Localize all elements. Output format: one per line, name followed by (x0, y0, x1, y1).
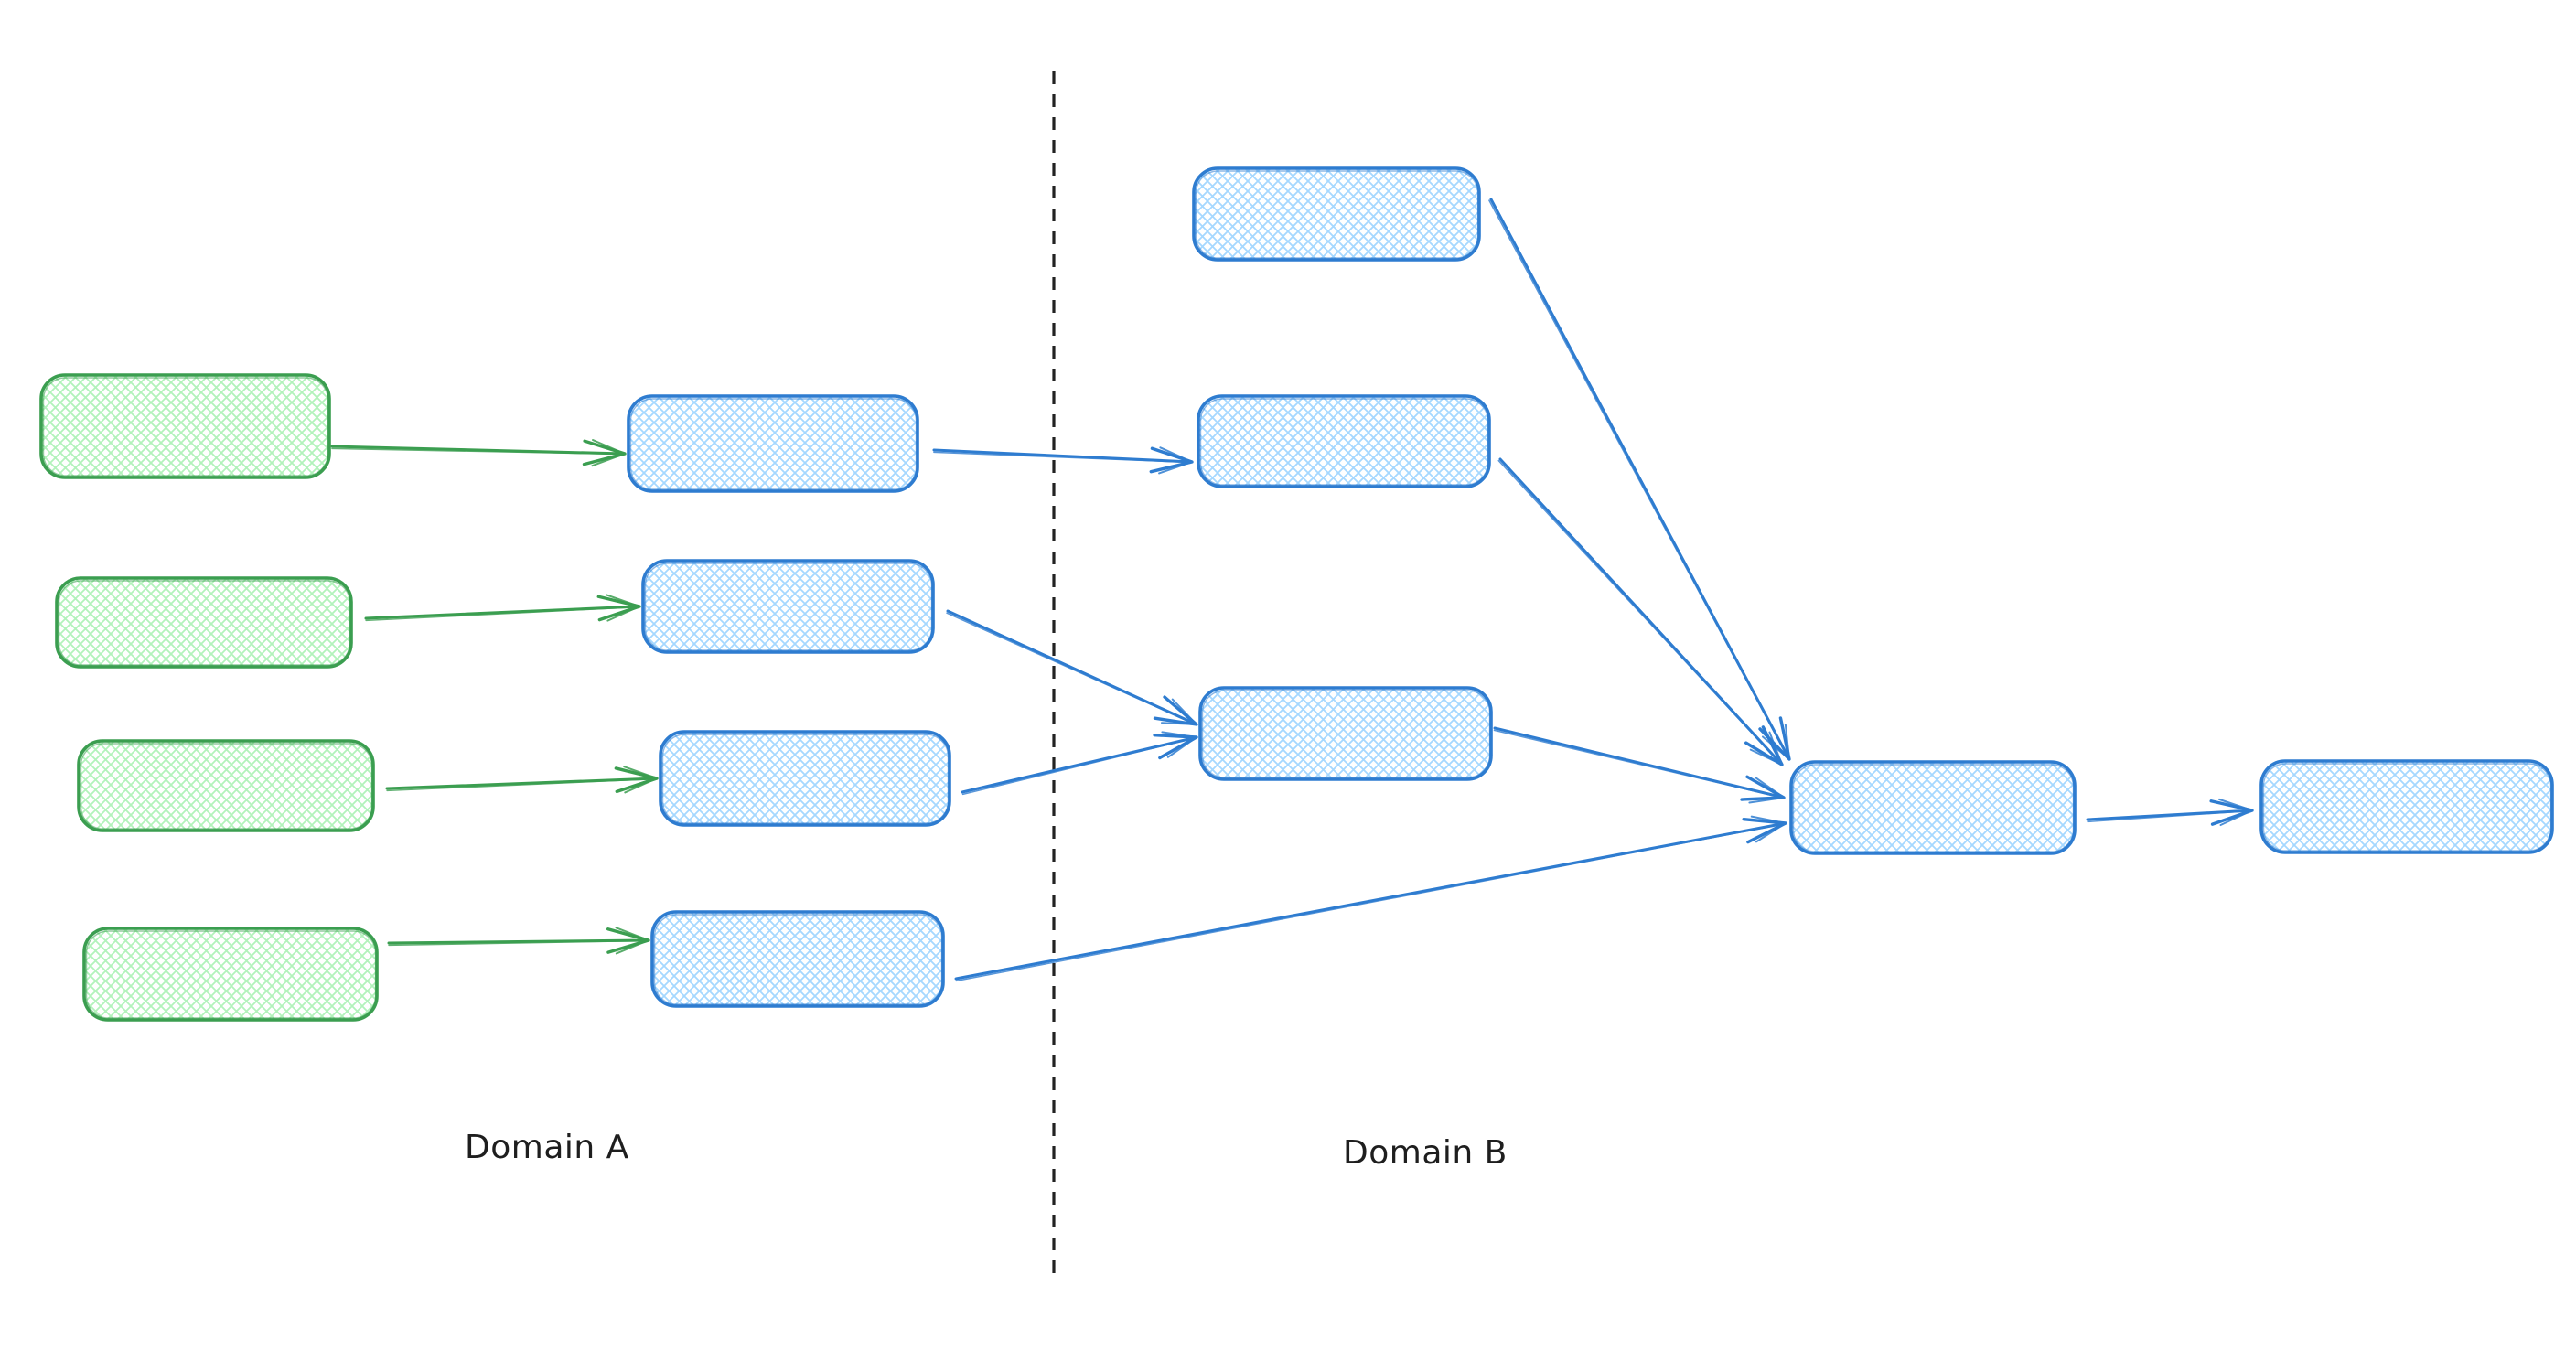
node-domain-a-source-1[interactable] (39, 373, 331, 479)
edge-b2-aggregator[interactable] (1497, 457, 1784, 766)
node-domain-a-source-4[interactable] (82, 927, 379, 1022)
domain-a-label[interactable]: Domain A (465, 1129, 629, 1166)
edge-stage4-aggregator[interactable] (954, 815, 1787, 982)
node-domain-a-stage-1[interactable] (627, 394, 919, 493)
nodes-layer (39, 166, 2554, 1022)
edge-stage1-b2[interactable] (932, 446, 1194, 475)
edge-source4-stage4[interactable] (387, 927, 650, 955)
edge-b1-aggregator[interactable] (1488, 198, 1791, 761)
edge-b3-aggregator[interactable] (1493, 726, 1786, 804)
edge-aggregator-output[interactable] (2086, 798, 2254, 827)
domain-b-label[interactable]: Domain B (1343, 1134, 1508, 1172)
node-domain-a-source-2[interactable] (55, 576, 353, 669)
edge-stage3-b3[interactable] (961, 731, 1198, 796)
node-domain-a-source-3[interactable] (77, 739, 375, 832)
edge-source1-stage1[interactable] (330, 439, 627, 467)
node-domain-a-stage-3[interactable] (659, 730, 951, 827)
edge-stage2-b3[interactable] (946, 609, 1198, 726)
node-domain-b-node-1[interactable] (1192, 166, 1481, 262)
node-domain-b-node-3[interactable] (1198, 686, 1493, 781)
node-domain-a-stage-4[interactable] (650, 910, 945, 1008)
edges-layer (330, 198, 2254, 982)
node-domain-b-node-2[interactable] (1197, 394, 1491, 488)
edge-source3-stage3[interactable] (385, 766, 659, 794)
node-domain-a-stage-2[interactable] (641, 559, 935, 654)
node-domain-b-aggregator[interactable] (1789, 760, 2077, 855)
edge-source2-stage2[interactable] (364, 594, 641, 622)
node-output-node[interactable] (2259, 759, 2554, 854)
